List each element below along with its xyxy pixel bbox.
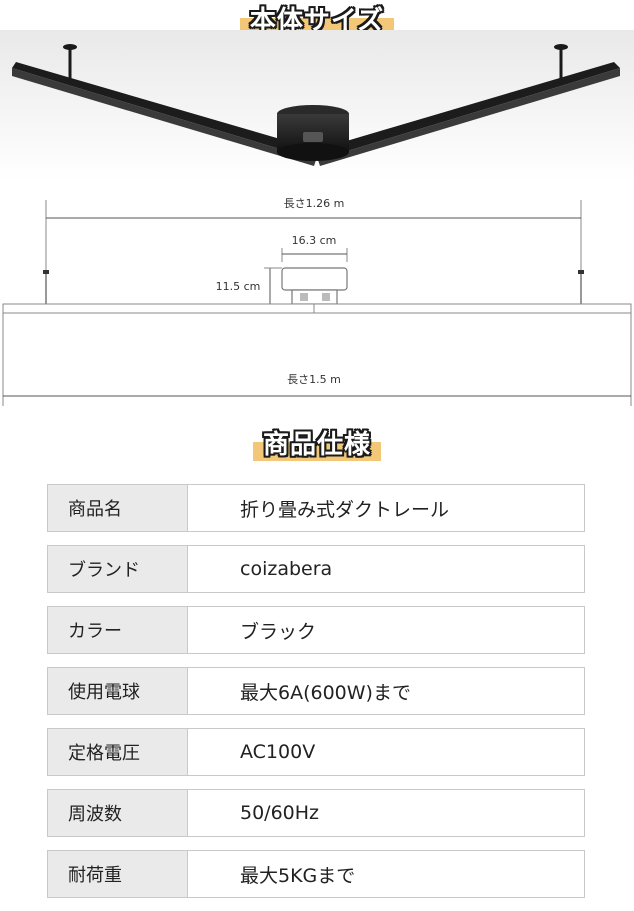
spec-key: 商品名 <box>48 485 188 531</box>
product-illustration: 長さ1.26 m 16.3 cm 11.5 cm 長さ1.5 m <box>0 30 634 406</box>
spec-row-bulb: 使用電球 最大6A(600W)まで <box>47 667 585 715</box>
dim-rail-length: 長さ1.5 m <box>287 373 341 386</box>
rail-left-arm <box>12 62 318 160</box>
hub-connector <box>303 132 323 142</box>
dimension-drawing: 長さ1.26 m 16.3 cm 11.5 cm 長さ1.5 m <box>2 197 632 406</box>
spec-value: 50/60Hz <box>240 802 320 824</box>
hub-bottom <box>277 143 349 161</box>
rod-right-cap <box>554 44 568 50</box>
rod-outline-right-cap <box>578 270 584 274</box>
dim-body-width: 16.3 cm <box>292 234 337 247</box>
spec-value: ブラック <box>240 620 317 643</box>
hub-outline-port-right <box>322 293 330 301</box>
hub-outline <box>281 267 348 291</box>
rod-left-cap <box>63 44 77 50</box>
dim-body-height: 11.5 cm <box>216 280 261 293</box>
spec-key: ブランド <box>48 546 188 592</box>
spec-value: 折り畳み式ダクトレール <box>240 498 450 521</box>
dim-total-length: 長さ1.26 m <box>284 197 345 210</box>
spec-row-product-name: 商品名 折り畳み式ダクトレール <box>47 484 585 532</box>
rail-outline <box>2 303 632 314</box>
spec-value: coizabera <box>240 558 333 580</box>
spec-heading-text: 商品仕様 <box>252 424 381 461</box>
spec-key: 耐荷重 <box>48 851 188 897</box>
spec-value: 最大5KGまで <box>240 864 356 887</box>
spec-value: 最大6A(600W)まで <box>240 681 411 704</box>
rail-right-arm-side <box>318 68 620 166</box>
spec-value: AC100V <box>240 741 316 763</box>
spec-table: 商品名 折り畳み式ダクトレール ブランド coizabera カラー ブラック … <box>47 484 585 911</box>
spec-row-brand: ブランド coizabera <box>47 545 585 593</box>
spec-row-color: カラー ブラック <box>47 606 585 654</box>
spec-key: 使用電球 <box>48 668 188 714</box>
hub-outline-port-left <box>300 293 308 301</box>
hub-outline-lower <box>291 289 338 305</box>
rail-left-arm-side <box>12 68 316 166</box>
spec-key: 周波数 <box>48 790 188 836</box>
rail-right-arm <box>316 62 620 160</box>
spec-key: 定格電圧 <box>48 729 188 775</box>
spec-row-load: 耐荷重 最大5KGまで <box>47 850 585 898</box>
spec-row-frequency: 周波数 50/60Hz <box>47 789 585 837</box>
rail-3d <box>12 44 620 166</box>
spec-heading: 商品仕様 <box>0 424 634 461</box>
rod-outline-left-cap <box>43 270 49 274</box>
spec-row-voltage: 定格電圧 AC100V <box>47 728 585 776</box>
spec-key: カラー <box>48 607 188 653</box>
